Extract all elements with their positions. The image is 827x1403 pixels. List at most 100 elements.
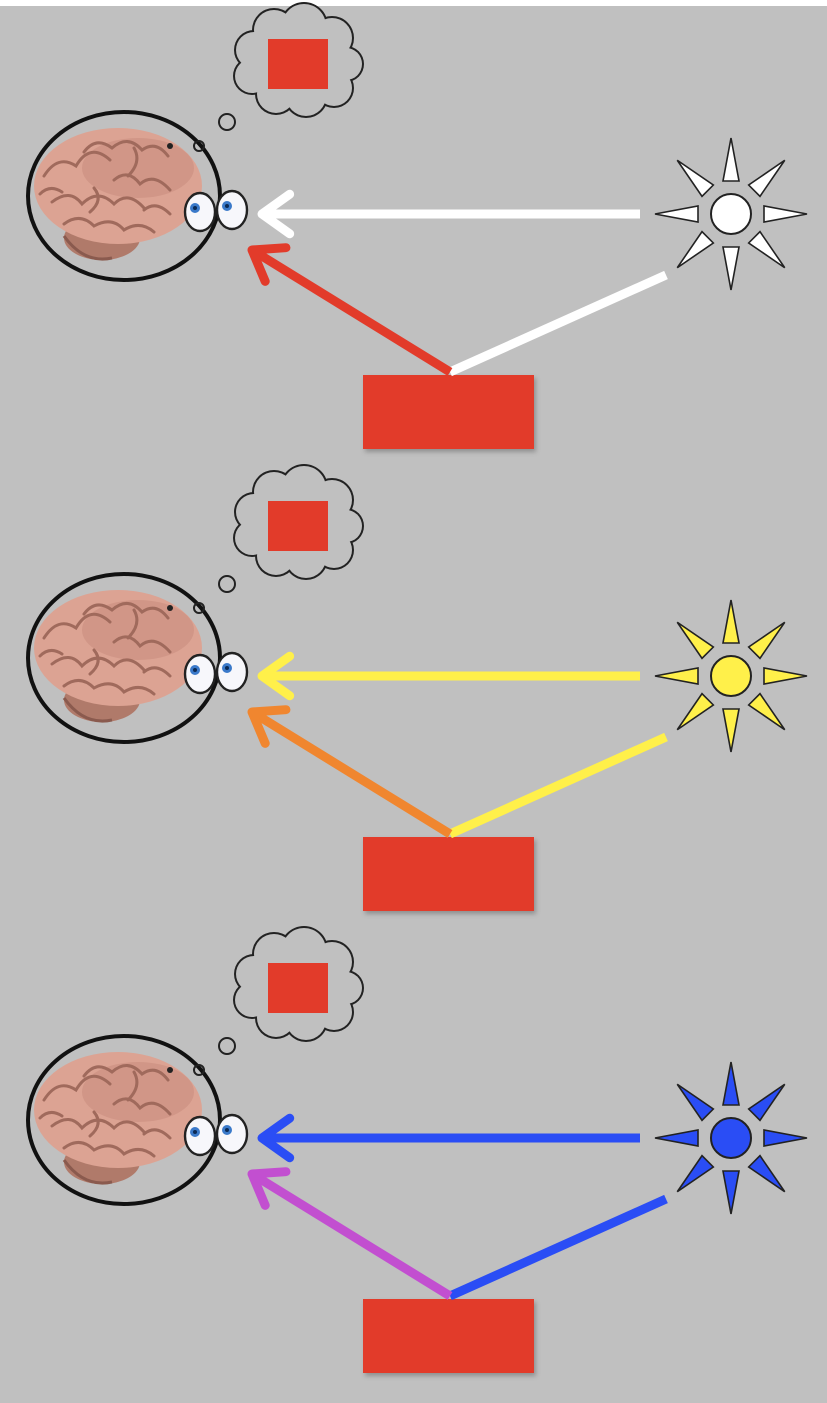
right-eye	[215, 189, 249, 231]
brain-fold	[82, 602, 170, 620]
brain-fold	[88, 186, 100, 214]
panel-1	[26, 2, 808, 449]
brain-dot	[167, 143, 173, 149]
sun-ray	[676, 230, 715, 269]
sun-ray	[676, 159, 715, 198]
sun-ray	[722, 1061, 740, 1106]
brain-stem-line	[62, 1159, 113, 1185]
sun-disc	[710, 655, 752, 697]
brain-dot	[167, 605, 173, 611]
sun-ray	[676, 621, 715, 660]
brain-fold	[88, 1110, 100, 1138]
brain-fold	[62, 1141, 156, 1158]
incident-light-ray	[448, 270, 668, 377]
sun-ray	[722, 246, 740, 291]
thought-trail-bubble	[218, 575, 236, 593]
brain-fold	[142, 666, 172, 678]
right-eye	[215, 651, 249, 693]
incident-light-ray	[448, 1194, 668, 1301]
brain-fold	[82, 140, 170, 158]
brain-fold	[126, 608, 139, 640]
thought-trail-bubble	[193, 140, 205, 152]
left-eye	[183, 653, 217, 695]
thought-trail-bubble	[218, 113, 236, 131]
thought-bubble	[193, 2, 364, 152]
direct-light-ray-head	[257, 189, 295, 239]
brain-fold	[88, 648, 100, 676]
top-border	[0, 0, 827, 6]
sun-ray	[747, 230, 786, 269]
reflected-light-ray-head	[247, 705, 291, 748]
sun-icon	[654, 137, 808, 291]
sun-ray	[763, 205, 808, 223]
sun-disc	[710, 1117, 752, 1159]
reflected-light-ray	[249, 1170, 453, 1300]
brain-fold	[42, 150, 112, 178]
sun-ray	[763, 667, 808, 685]
head-outline	[26, 572, 222, 744]
object-rectangle	[363, 1299, 534, 1373]
brain-fold	[38, 649, 64, 658]
brain-fold	[112, 173, 172, 192]
object-rectangle	[363, 837, 534, 911]
thought-trail-bubble	[193, 1064, 205, 1076]
brain-fold	[62, 679, 156, 696]
sun-ray	[747, 621, 786, 660]
brain-fold	[112, 635, 172, 654]
right-eye-pupil	[225, 666, 229, 670]
sun-ray	[676, 692, 715, 731]
right-eye-pupil	[225, 204, 229, 208]
perceived-color-swatch	[268, 963, 328, 1013]
thought-bubble	[193, 464, 364, 614]
thought-trail-bubble	[218, 1037, 236, 1055]
left-eye-pupil	[193, 206, 197, 210]
sun-disc	[710, 193, 752, 235]
panel-3	[26, 926, 808, 1373]
brain-stem-line	[62, 697, 113, 723]
brain-fold	[142, 204, 172, 216]
direct-light-ray-head	[257, 1113, 295, 1163]
brain-stem-line	[62, 235, 113, 261]
left-eye	[183, 191, 217, 233]
sun-icon	[654, 599, 808, 753]
brain-fold	[38, 187, 64, 196]
direct-light-ray-head	[257, 651, 295, 701]
left-eye	[183, 1115, 217, 1157]
brain-observer	[26, 1034, 249, 1206]
sun-ray	[763, 1129, 808, 1147]
brain-fold	[42, 1074, 112, 1102]
brain-observer	[26, 110, 249, 282]
sun-ray	[654, 667, 699, 685]
sun-ray	[722, 137, 740, 182]
perceived-color-swatch	[268, 501, 328, 551]
reflected-light-ray	[249, 246, 453, 376]
right-eye-pupil	[225, 1128, 229, 1132]
sun-ray	[747, 1154, 786, 1193]
reflected-light-ray-head	[247, 1167, 291, 1210]
reflected-light-ray-head	[247, 243, 291, 286]
thought-trail-bubble	[193, 602, 205, 614]
brain-fold	[112, 1097, 172, 1116]
panel-2	[26, 464, 808, 911]
brain-fold	[126, 1070, 139, 1102]
left-eye-pupil	[193, 1130, 197, 1134]
brain-fold	[142, 1128, 172, 1140]
brain-fold	[62, 217, 156, 234]
sun-ray	[722, 708, 740, 753]
brain-dot	[167, 1067, 173, 1073]
sun-ray	[747, 692, 786, 731]
sun-ray	[722, 599, 740, 644]
sun-ray	[676, 1083, 715, 1122]
brain-fold	[126, 146, 139, 178]
brain-fold	[42, 612, 112, 640]
reflected-light-ray	[249, 708, 453, 838]
incident-light-ray	[448, 732, 668, 839]
right-eye	[215, 1113, 249, 1155]
perceived-color-swatch	[268, 39, 328, 89]
sun-ray	[722, 1170, 740, 1215]
object-rectangle	[363, 375, 534, 449]
brain-fold	[82, 1064, 170, 1082]
head-outline	[26, 110, 222, 282]
